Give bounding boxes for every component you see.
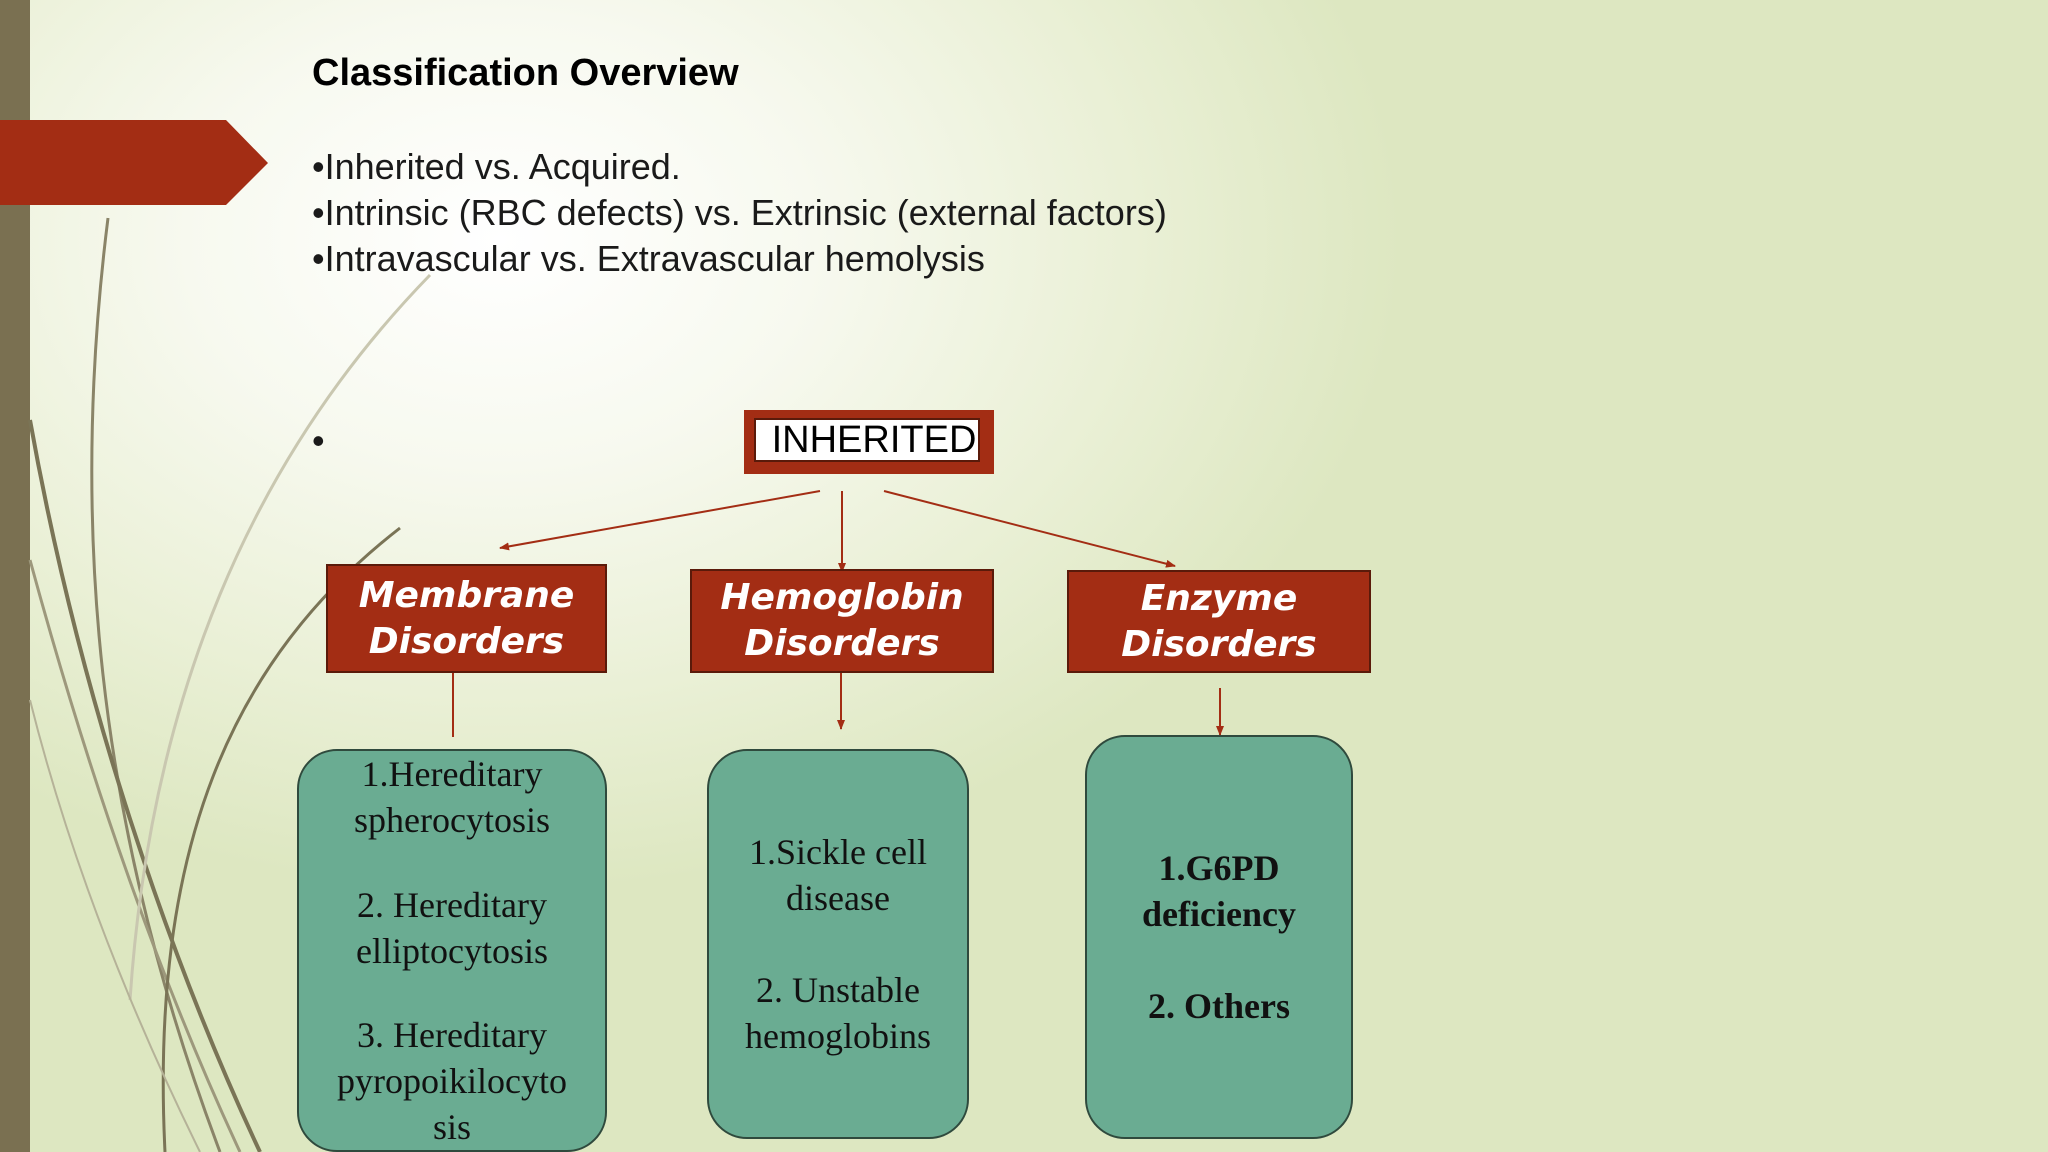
list-item-line: deficiency bbox=[1142, 894, 1296, 934]
list-item-line: 1.Sickle cell bbox=[749, 832, 927, 872]
list-item-line: 1.G6PD bbox=[1158, 848, 1280, 888]
list-item-line: 2. Hereditary bbox=[357, 884, 547, 925]
list-item-line: 3. Hereditary bbox=[357, 1015, 547, 1055]
membrane-disorders-node: Membrane Disorders bbox=[326, 564, 607, 673]
category-label-line: Enzyme bbox=[1140, 577, 1298, 619]
list-item-line: sis bbox=[432, 1107, 472, 1147]
bullet-item: •Intravascular vs. Extravascular hemolys… bbox=[312, 238, 985, 279]
list-item-line: 2. Others bbox=[1148, 986, 1290, 1026]
inherited-node: INHERITED bbox=[744, 410, 994, 474]
hemoglobin-disorders-list: 1.Sickle cell disease 2. Unstable hemogl… bbox=[707, 749, 969, 1139]
list-item-line: 1.Hereditary bbox=[361, 754, 543, 794]
slide-title: Classification Overview bbox=[312, 52, 739, 94]
red-arrow-banner bbox=[0, 120, 268, 205]
category-label-line: Membrane bbox=[358, 574, 575, 616]
list-item-line: spherocytosis bbox=[354, 800, 550, 840]
list-item-line: disease bbox=[786, 878, 890, 918]
enzyme-disorders-list: 1.G6PD deficiency 2. Others bbox=[1085, 735, 1353, 1139]
list-item-line: hemoglobins bbox=[745, 1016, 931, 1056]
category-label-line: Disorders bbox=[368, 620, 565, 662]
bullet-list: •Inherited vs. Acquired. •Intrinsic (RBC… bbox=[312, 144, 1167, 282]
inherited-label: INHERITED bbox=[754, 418, 980, 462]
empty-bullet: • bbox=[312, 420, 325, 461]
bullet-item: •Inherited vs. Acquired. bbox=[312, 146, 681, 187]
enzyme-disorders-node: Enzyme Disorders bbox=[1067, 570, 1371, 673]
category-label-line: Hemoglobin bbox=[720, 577, 964, 618]
bullet-item: •Intrinsic (RBC defects) vs. Extrinsic (… bbox=[312, 192, 1167, 233]
list-item-line: pyropoikilocyto bbox=[337, 1061, 567, 1101]
category-label-line: Disorders bbox=[1121, 623, 1317, 665]
hemoglobin-disorders-node: Hemoglobin Disorders bbox=[690, 569, 994, 673]
membrane-disorders-list: 1.Hereditary spherocytosis 2. Hereditary… bbox=[297, 749, 607, 1152]
category-label-line: Disorders bbox=[744, 623, 940, 664]
list-item-line: 2. Unstable bbox=[756, 970, 920, 1010]
list-item-line: elliptocytosis bbox=[356, 930, 548, 971]
